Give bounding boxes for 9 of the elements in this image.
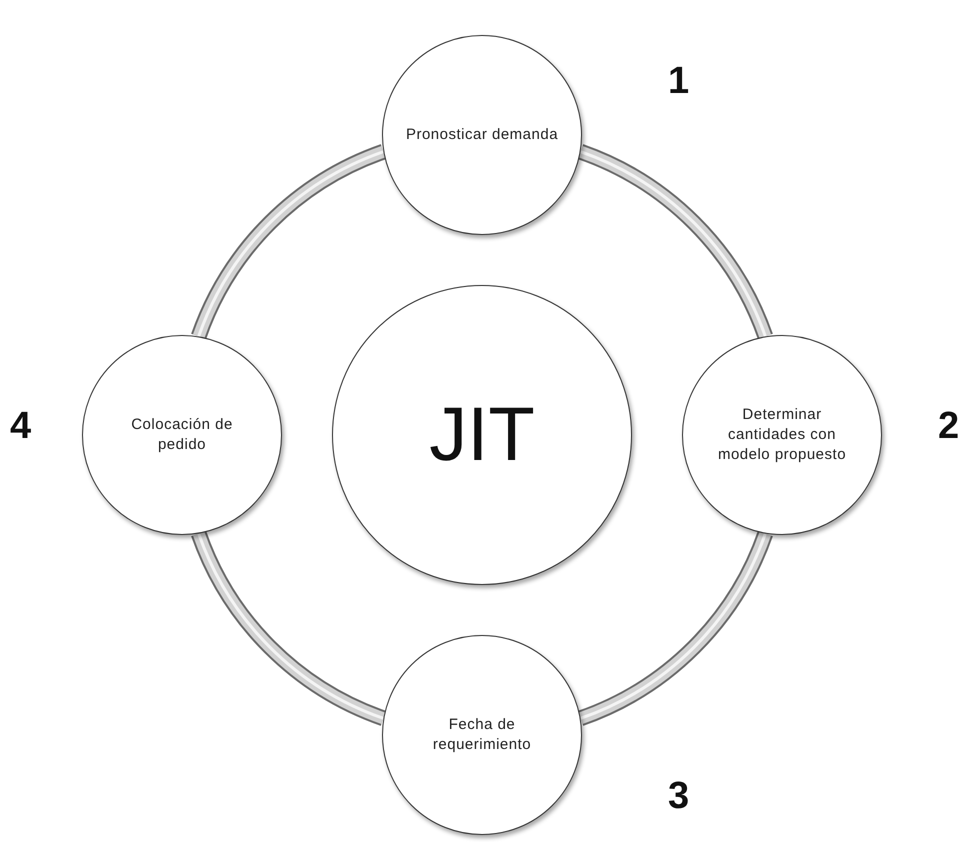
step-text: Determinar cantidades con modelo propuesto — [716, 404, 848, 466]
step-number: 2 — [938, 405, 960, 448]
step-text: Fecha de requerimiento — [432, 714, 532, 755]
step-number: 3 — [668, 775, 690, 818]
step-text: Pronosticar demanda — [404, 124, 560, 145]
step-number: 1 — [668, 60, 690, 103]
center-title: JIT — [428, 390, 536, 479]
step-number: 4 — [10, 405, 32, 448]
step-text: Colocación de pedido — [130, 414, 234, 455]
